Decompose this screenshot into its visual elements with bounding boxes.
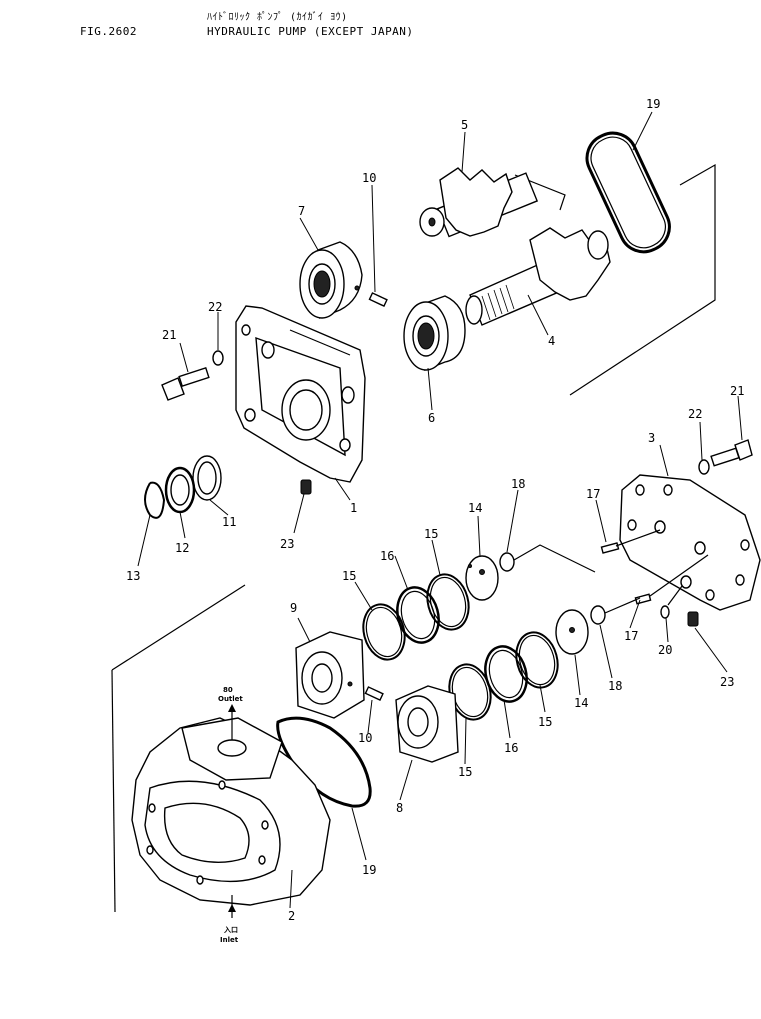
dowel-pin-10-lower bbox=[364, 686, 384, 702]
callout-21-right: 21 bbox=[730, 384, 744, 398]
figure-number: FIG.2602 bbox=[80, 25, 137, 38]
inlet-label: Inlet bbox=[220, 936, 239, 944]
callout-15-b: 15 bbox=[342, 569, 356, 583]
callout-17-lower: 17 bbox=[624, 629, 638, 643]
callout-22-right: 22 bbox=[688, 407, 702, 421]
seal-15-16-upper-group bbox=[362, 573, 470, 661]
callout-15-c: 15 bbox=[538, 715, 552, 729]
washer-22-left bbox=[212, 350, 224, 366]
callout-7: 7 bbox=[298, 204, 305, 218]
callout-10-lower: 10 bbox=[358, 731, 372, 745]
callout-6: 6 bbox=[428, 411, 435, 425]
callout-15-d: 15 bbox=[458, 765, 472, 779]
callout-19-upper: 19 bbox=[646, 97, 660, 111]
callout-14-lower: 14 bbox=[574, 696, 588, 710]
callout-17-upper: 17 bbox=[586, 487, 600, 501]
callout-13: 13 bbox=[126, 569, 140, 583]
callout-2: 2 bbox=[288, 909, 295, 923]
callout-8: 8 bbox=[396, 801, 403, 815]
outlet-arrow bbox=[228, 704, 236, 740]
snap-ring-13 bbox=[144, 481, 166, 519]
dowel-pin-10-upper bbox=[354, 285, 388, 308]
bolt-21-left bbox=[161, 367, 210, 401]
callout-5: 5 bbox=[461, 118, 468, 132]
washer-22-right bbox=[698, 459, 710, 475]
title-english: HYDRAULIC PUMP (EXCEPT JAPAN) bbox=[207, 25, 414, 38]
rear-cover-3 bbox=[619, 474, 761, 611]
bearing-7 bbox=[299, 241, 363, 320]
pin-17-upper bbox=[600, 529, 661, 554]
plug-23-right bbox=[687, 611, 699, 627]
side-plate-14-lower bbox=[555, 609, 589, 655]
oil-seal-12 bbox=[164, 466, 196, 514]
callout-20: 20 bbox=[658, 643, 672, 657]
callout-23-right: 23 bbox=[720, 675, 734, 689]
callout-9: 9 bbox=[290, 601, 297, 615]
leader-lines bbox=[137, 111, 743, 909]
assembly-outline-lower bbox=[111, 584, 246, 913]
callout-3: 3 bbox=[648, 431, 655, 445]
callout-23-left: 23 bbox=[280, 537, 294, 551]
seal-15-16-lower-group bbox=[448, 631, 559, 721]
inlet-arrow bbox=[228, 895, 236, 918]
bolt-21-right bbox=[710, 439, 753, 467]
callout-18-upper: 18 bbox=[511, 477, 525, 491]
seal-ring-11 bbox=[192, 455, 222, 501]
front-cover-1 bbox=[235, 305, 366, 483]
callout-18-lower: 18 bbox=[608, 679, 622, 693]
callout-12: 12 bbox=[175, 541, 189, 555]
callout-numbers: 19 5 7 10 4 21 22 6 1 11 12 13 23 3 21 2… bbox=[126, 97, 744, 923]
callout-21-left: 21 bbox=[162, 328, 176, 342]
outlet-code-label: 80 bbox=[223, 686, 233, 694]
outlet-label: Outlet bbox=[218, 695, 243, 703]
assembly-outline-upper bbox=[514, 163, 716, 396]
callout-16-upper: 16 bbox=[380, 549, 394, 563]
pump-body-2 bbox=[131, 717, 331, 906]
plug-18-upper bbox=[499, 544, 596, 573]
gear-shaft-5 bbox=[419, 167, 539, 238]
inlet-code-label: 入口 bbox=[223, 926, 238, 934]
callout-19-lower: 19 bbox=[362, 863, 376, 877]
callout-16-lower: 16 bbox=[504, 741, 518, 755]
callout-10-upper: 10 bbox=[362, 171, 376, 185]
callout-4: 4 bbox=[548, 334, 555, 348]
bearing-6 bbox=[403, 295, 466, 372]
drive-gear-shaft-4 bbox=[465, 227, 611, 326]
side-plate-14-upper bbox=[465, 555, 499, 601]
callout-15-a: 15 bbox=[424, 527, 438, 541]
plug-23-left bbox=[300, 479, 312, 495]
bushing-9 bbox=[295, 631, 365, 719]
o-ring-20 bbox=[660, 605, 670, 619]
o-ring-19-upper bbox=[585, 131, 671, 254]
callout-1: 1 bbox=[350, 501, 357, 515]
bushing-8 bbox=[395, 685, 459, 763]
callout-11: 11 bbox=[222, 515, 236, 529]
callout-14-upper: 14 bbox=[468, 501, 482, 515]
title-japanese: ﾊｲﾄﾞﾛﾘｯｸ ﾎﾟﾝﾌﾟ (ｶｲｶﾞｲ ﾖｳ) bbox=[207, 12, 348, 23]
plug-18-lower bbox=[590, 597, 641, 625]
callout-22-left: 22 bbox=[208, 300, 222, 314]
